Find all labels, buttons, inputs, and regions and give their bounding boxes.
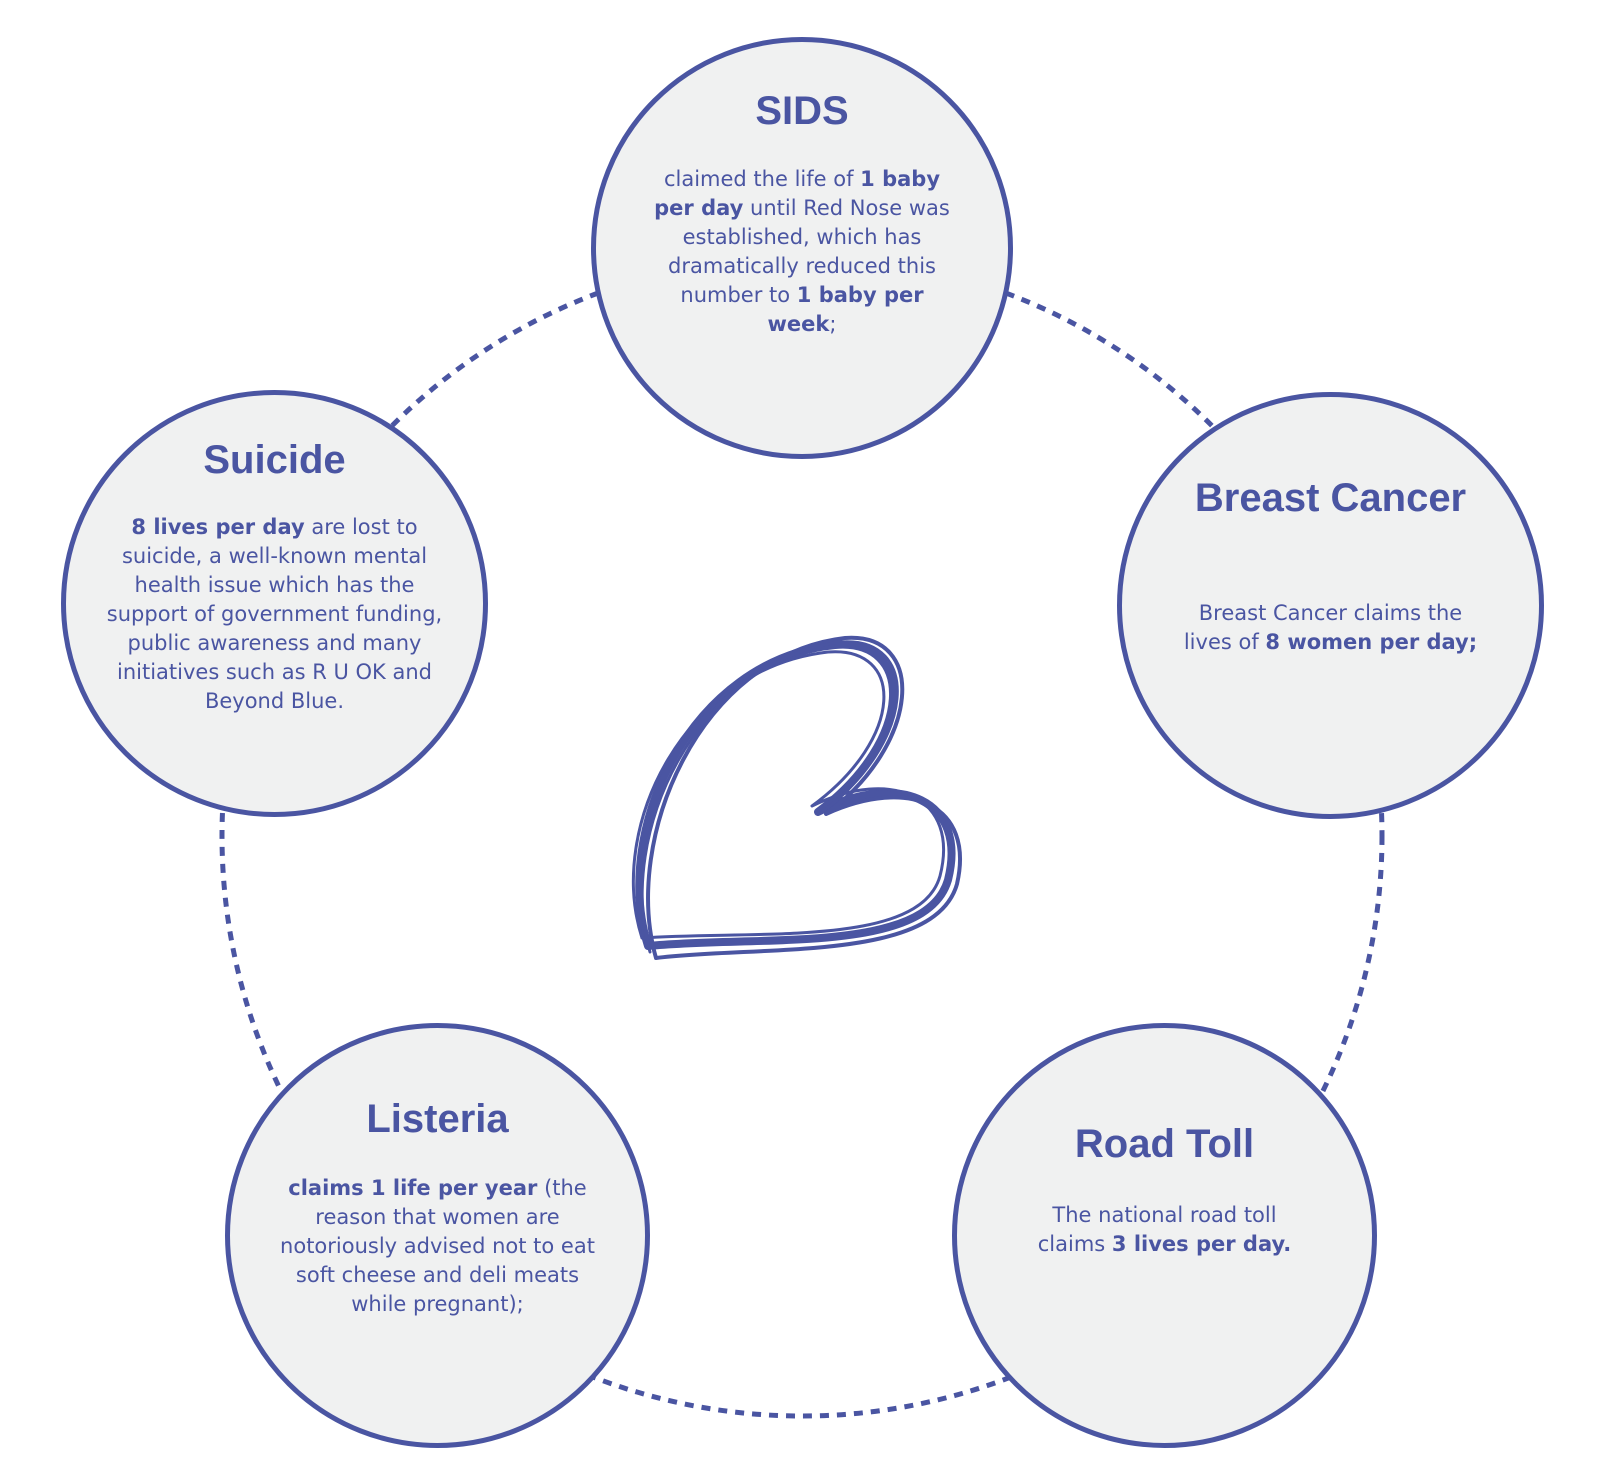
node-sids: SIDS claimed the life of 1 baby per day … [591,37,1013,459]
highlight-text: 3 lives per day. [1111,1232,1292,1256]
node-road-toll: Road Toll The national road toll claims … [952,1023,1377,1448]
node-description: claimed the life of 1 baby per day until… [644,165,960,339]
node-title: Road Toll [1074,1122,1255,1166]
heart-icon [632,635,962,960]
node-description: Breast Cancer claims the lives of 8 wome… [1172,599,1489,657]
body-text: claimed the life of [663,167,861,191]
highlight-text: 8 lives per day [131,515,305,539]
body-text: Breast Cancer claims the lives of [1183,601,1463,654]
node-title: Breast Cancer [1194,476,1467,520]
body-text: are lost to suicide, a well-known mental… [106,515,443,713]
node-suicide: Suicide 8 lives per day are lost to suic… [61,390,488,817]
node-description: The national road toll claims 3 lives pe… [1027,1201,1302,1259]
body-text: until Red Nose was established, which ha… [668,196,950,307]
node-title: SIDS [755,89,849,133]
highlight-text: claims 1 life per year [288,1176,538,1200]
node-title: Suicide [203,438,346,482]
connector-ring [219,253,1385,1419]
highlight-text: 8 women per day; [1265,630,1478,654]
node-breast-cancer: Breast Cancer Breast Cancer claims the l… [1117,392,1544,819]
highlight-text: 1 baby per day [654,167,941,220]
node-description: 8 lives per day are lost to suicide, a w… [106,513,443,716]
node-listeria: Listeria claims 1 life per year (the rea… [225,1023,650,1448]
highlight-text: 1 baby per week [767,283,924,336]
node-title: Listeria [366,1097,509,1141]
body-text: ; [829,312,837,336]
node-description: claims 1 life per year (the reason that … [278,1174,597,1319]
body-text: (the reason that women are notoriously a… [280,1176,595,1316]
body-text: The national road toll claims [1037,1203,1277,1256]
